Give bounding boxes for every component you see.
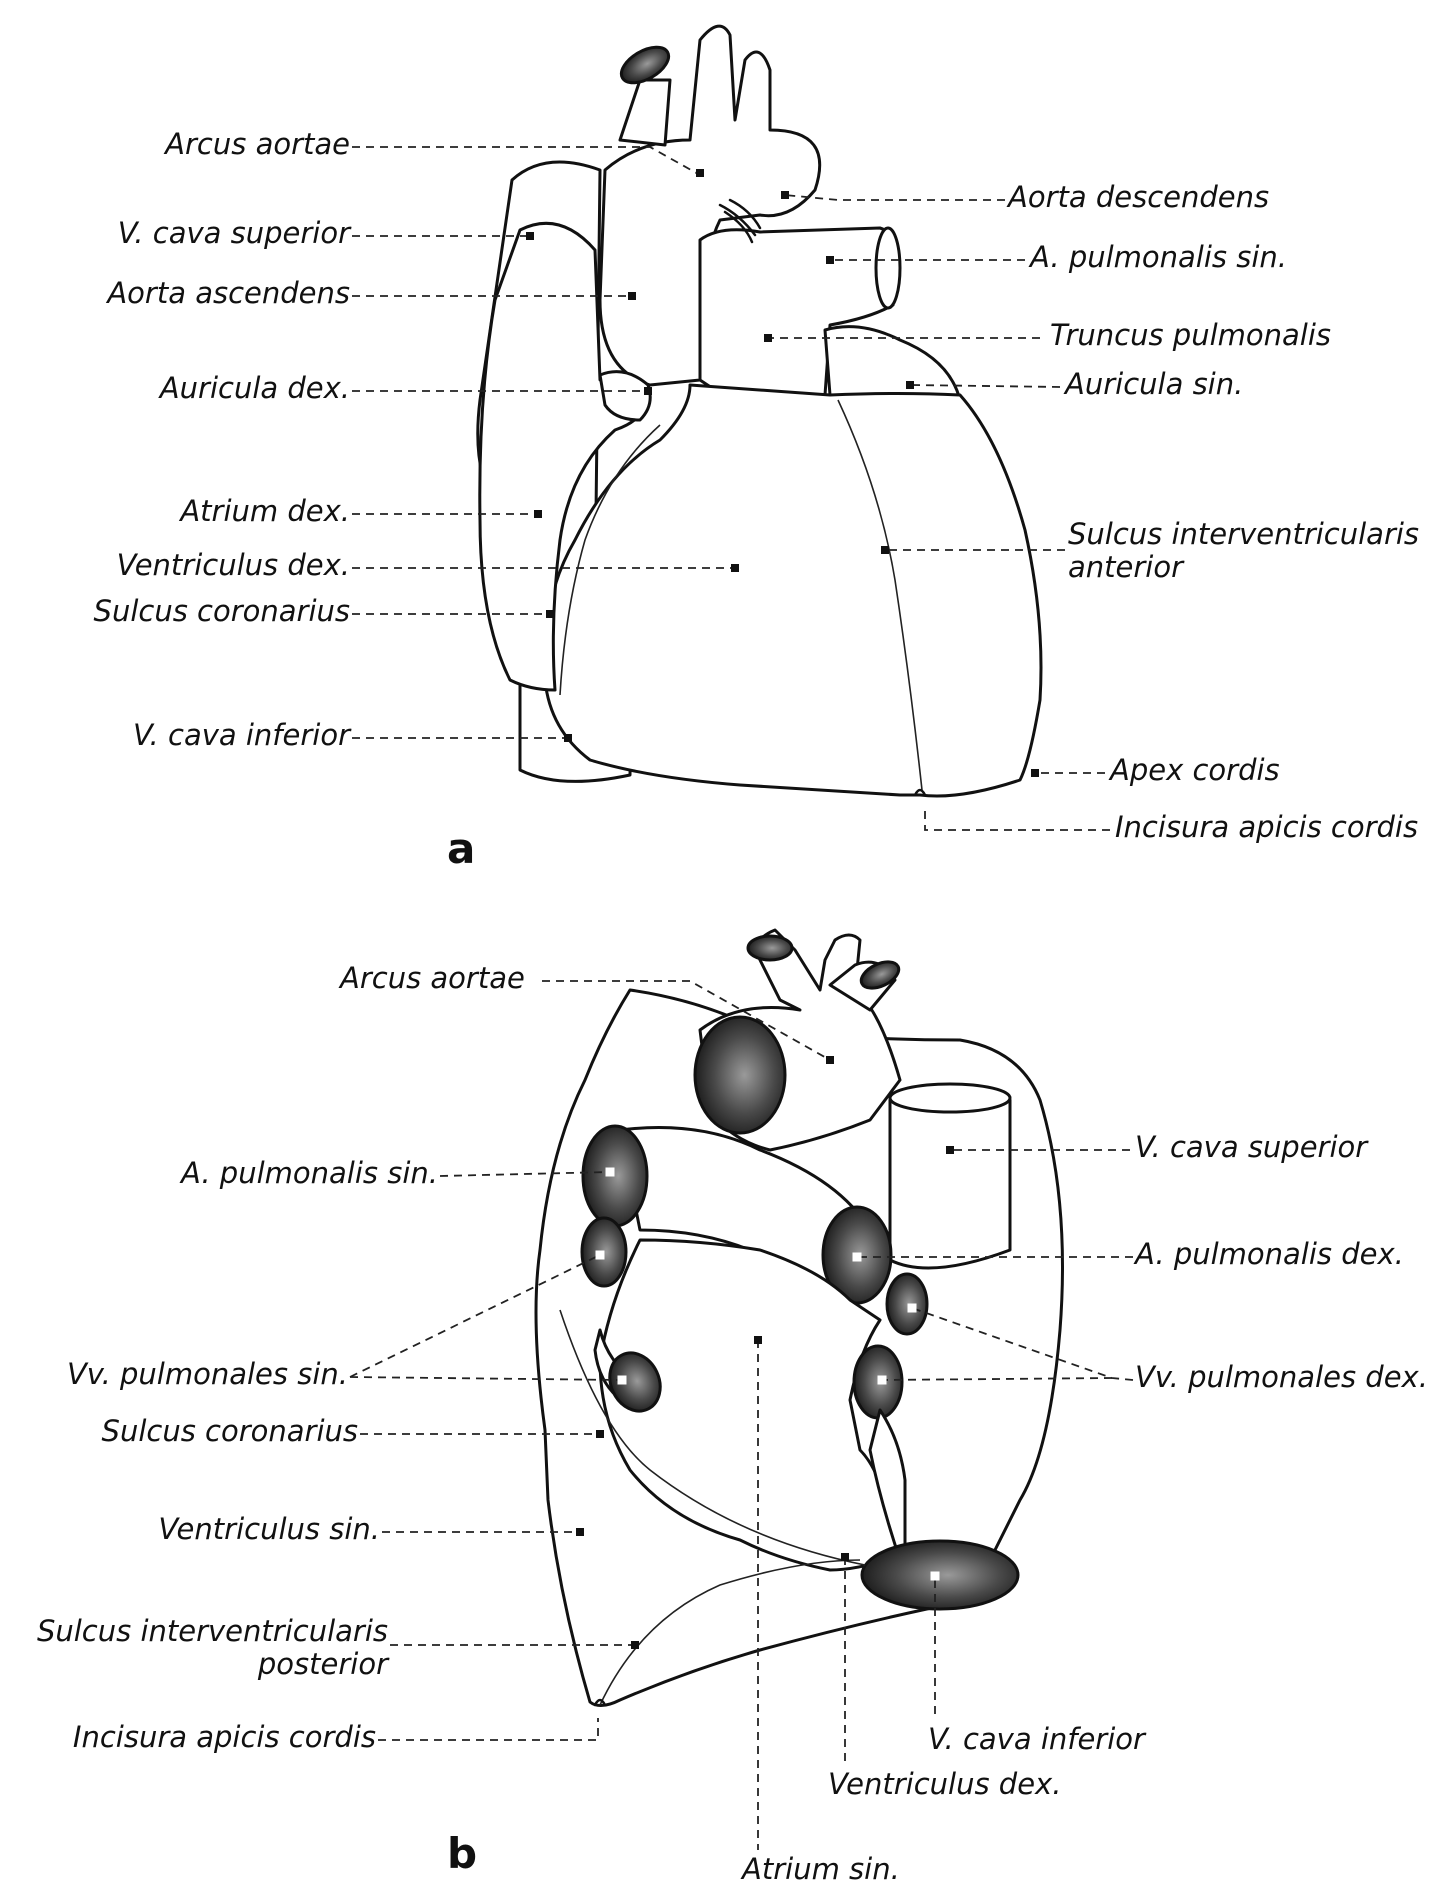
a-pulmonalis-sin-opening — [581, 1124, 649, 1228]
aorta-stump-a — [618, 78, 672, 147]
sulcus-interventricularis-anterior-hatch — [837, 399, 923, 791]
heart-posterior-view — [534, 928, 1064, 1707]
label-b-atrium-sin: Atrium sin. — [742, 1852, 900, 1886]
label-a-sulcus-interventricularis-anterior: anterior — [1068, 550, 1184, 584]
label-b-vv-pulmonales-sin: Vv. pulmonales sin. — [66, 1357, 348, 1391]
arch-branch-opening-1-b — [746, 934, 794, 962]
label-a-aorta-descendens: Aorta descendens — [1008, 180, 1270, 214]
sulcus-interventricularis-posterior-hatch — [599, 1559, 861, 1706]
label-b-incisura-apicis-cordis: Incisura apicis cordis — [72, 1720, 376, 1754]
arch-branch-opening-2-b — [859, 960, 901, 990]
label-a-apex-cordis: Apex cordis — [1110, 753, 1280, 787]
leader-lines-a — [352, 146, 1110, 831]
label-a-arcus-aortae: Arcus aortae — [165, 127, 350, 161]
label-b-sulcus-interventricularis: Sulcus interventricularis — [36, 1614, 388, 1648]
label-a-auricula-sin: Auricula sin. — [1065, 367, 1244, 401]
vena-cava-superior-top-b — [888, 1082, 1012, 1114]
label-b-arcus-aortae: Arcus aortae — [340, 961, 525, 995]
incisura-notch-b — [593, 1698, 607, 1707]
sulcus-coronarius-hatch-a — [559, 424, 661, 696]
incisura-notch-a — [913, 788, 927, 797]
label-b-ventriculus-sin: Ventriculus sin. — [158, 1512, 380, 1546]
panel-letter-a: a — [447, 824, 476, 873]
heart-body-a — [542, 383, 1043, 798]
panel-letter-b: b — [447, 1829, 478, 1878]
label-a-v-cava-superior: V. cava superior — [117, 216, 350, 250]
label-b-ventriculus-dex: Ventriculus dex. — [828, 1767, 1062, 1801]
leader-lines-b — [349, 980, 1134, 1850]
vv-pulmonales-dex-upper — [885, 1272, 929, 1336]
ligamentum-fibers-a — [718, 198, 762, 244]
label-b-sulcus-interventricularis-posterior: posterior — [257, 1647, 388, 1681]
auricula-dex-a — [598, 370, 652, 422]
label-a-incisura-apicis-cordis: Incisura apicis cordis — [1115, 810, 1419, 844]
label-b-a-pulmonalis-dex: A. pulmonalis dex. — [1135, 1237, 1404, 1271]
label-b-vv-pulmonales-dex: Vv. pulmonales dex. — [1135, 1360, 1428, 1394]
aorta-opening-a — [619, 45, 671, 85]
sulcus-coronarius-hatch-b — [559, 1309, 866, 1566]
label-a-ventriculus-dex: Ventriculus dex. — [116, 548, 350, 582]
label-a-sulcus-coronarius: Sulcus coronarius — [93, 594, 350, 628]
pulmonary-artery-end-a — [874, 226, 902, 310]
label-a-v-cava-inferior: V. cava inferior — [133, 718, 350, 752]
label-b-sulcus-coronarius: Sulcus coronarius — [101, 1414, 358, 1448]
label-a-aorta-ascendens: Aorta ascendens — [107, 276, 350, 310]
vv-pulmonales-sin-lower — [608, 1351, 662, 1413]
label-a-truncus-pulmonalis: Truncus pulmonalis — [1050, 318, 1332, 352]
vena-cava-superior-b — [888, 1091, 1012, 1270]
heart-anterior-view — [476, 24, 1043, 798]
label-a-atrium-dex: Atrium dex. — [180, 494, 350, 528]
aorta-opening-b — [693, 1015, 787, 1135]
label-a-auricula-dex: Auricula dex. — [159, 371, 350, 405]
label-b-v-cava-superior: V. cava superior — [1135, 1130, 1368, 1164]
label-a-a-pulmonalis-sin: A. pulmonalis sin. — [1030, 240, 1288, 274]
label-a-sulcus-interventricularis: Sulcus interventricularis — [1068, 517, 1420, 551]
vena-cava-inferior-opening-b — [860, 1539, 1020, 1611]
label-b-v-cava-inferior: V. cava inferior — [928, 1722, 1145, 1756]
label-b-a-pulmonalis-sin: A. pulmonalis sin. — [180, 1156, 438, 1190]
